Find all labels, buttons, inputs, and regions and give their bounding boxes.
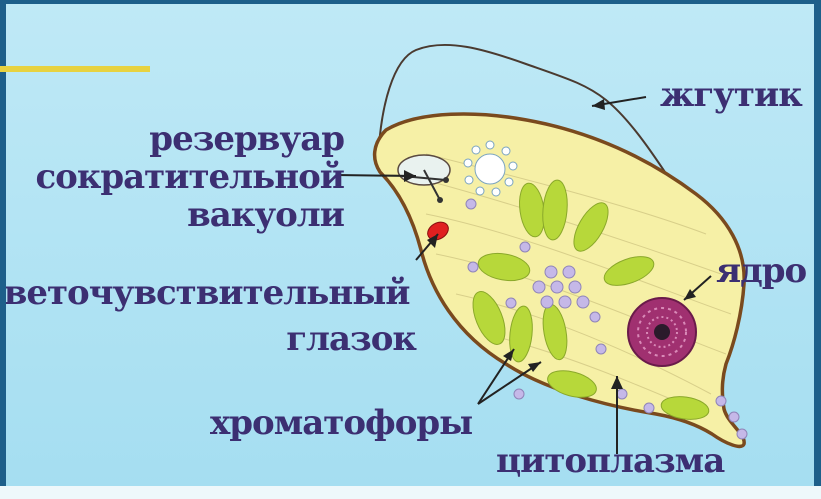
nucleus-icon — [628, 298, 696, 366]
label-reservoir-line1: резервуар — [149, 120, 344, 158]
label-eyespot-line2: глазок — [286, 320, 416, 358]
label-flagellum: жгутик — [660, 76, 802, 114]
bottom-band — [0, 486, 821, 499]
label-cytoplasm: цитоплазма — [496, 442, 724, 480]
label-chromatophores: хроматофоры — [210, 404, 472, 442]
label-eyespot-line1: светочувствительный — [6, 274, 410, 312]
diagram-panel: жгутик резервуар сократительной вакуоли … — [6, 4, 814, 486]
accent-line — [0, 66, 150, 72]
label-nucleus: ядро — [716, 252, 806, 290]
label-reservoir-line2: сократительной — [35, 158, 344, 196]
label-reservoir-line3: вакуоли — [187, 196, 344, 234]
